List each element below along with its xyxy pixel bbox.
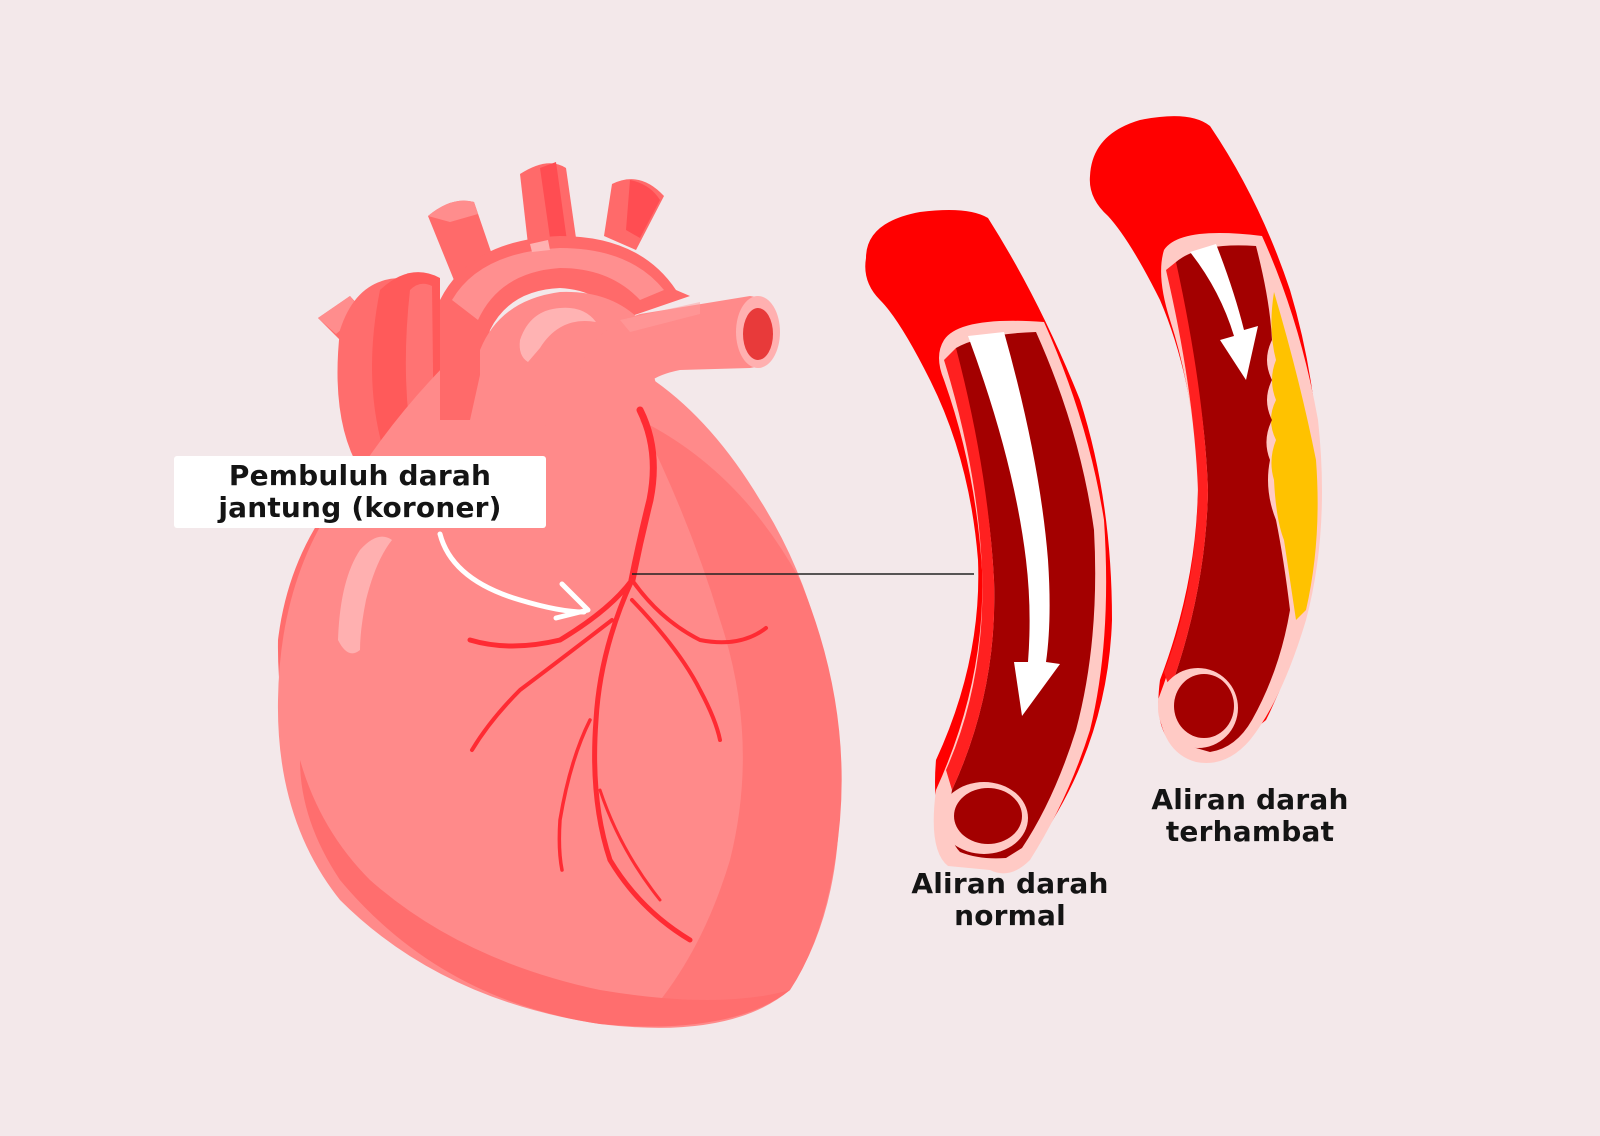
blocked-label-line1: Aliran darah bbox=[1151, 783, 1349, 816]
coronary-label-line1: Pembuluh darah bbox=[228, 459, 492, 492]
coronary-vessel-label: Pembuluh darah jantung (koroner) bbox=[174, 456, 546, 528]
normal-label-line1: Aliran darah bbox=[911, 867, 1109, 900]
heart-illustration bbox=[277, 162, 842, 1028]
blocked-flow-label: Aliran darah terhambat bbox=[1120, 784, 1380, 848]
normal-flow-label: Aliran darah normal bbox=[880, 868, 1140, 932]
blocked-artery bbox=[1089, 116, 1322, 764]
coronary-label-line2: jantung (koroner) bbox=[218, 491, 502, 524]
curved-arrow-icon bbox=[437, 531, 591, 621]
normal-label-line2: normal bbox=[954, 899, 1066, 932]
down-arrow-icon bbox=[1190, 244, 1258, 380]
blocked-label-line2: terhambat bbox=[1165, 815, 1335, 848]
normal-artery bbox=[865, 210, 1112, 874]
down-arrow-icon bbox=[968, 332, 1060, 716]
